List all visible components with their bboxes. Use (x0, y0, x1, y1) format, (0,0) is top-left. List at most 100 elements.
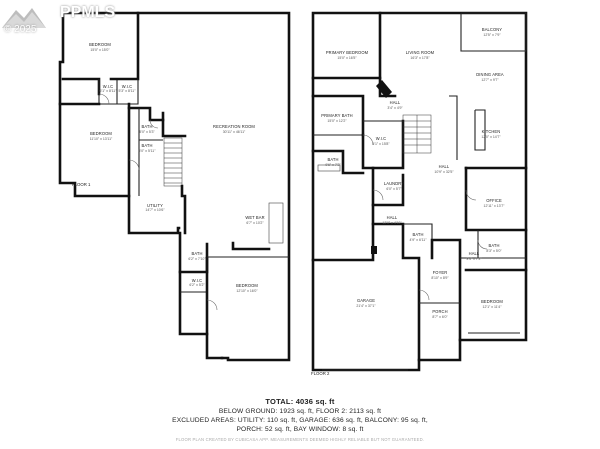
room-dims: 3'4" x 7'2" (466, 257, 482, 261)
room-name: KITCHEN (482, 129, 501, 134)
room-name: UTILITY (147, 203, 163, 208)
room-dims: 14'7" x 10'6" (145, 208, 165, 212)
room-dims: 5'1" x 15'8" (372, 142, 390, 146)
excluded-areas-cont: PORCH: 52 sq. ft, BAY WINDOW: 8 sq. ft (236, 426, 364, 433)
floor-1-plan (58, 11, 291, 362)
area-summary: TOTAL: 4036 sq. ft BELOW GROUND: 1923 sq… (0, 397, 600, 442)
floor-2-plan (311, 11, 528, 372)
room-dims: 5'0" x 5'3" (139, 130, 155, 134)
stairs-floor-1 (163, 137, 183, 187)
room-dims: 8'10" x 8'9" (431, 276, 449, 280)
room-name: BATH (327, 157, 338, 162)
office-wall-left (464, 166, 528, 232)
room-name: BATH (191, 251, 202, 256)
room-dims: 12'11" x 13'7" (484, 204, 506, 208)
floor-2-label: FLOOR 2 (311, 371, 330, 376)
room-name: FOYER (433, 270, 448, 275)
room-dims: 6'1" x 8'11" (100, 89, 118, 93)
room-name: BATH (412, 232, 423, 237)
room-name: LIVING ROOM (406, 50, 435, 55)
wic-divider (98, 79, 139, 105)
floor-1-outer-wall (58, 11, 181, 235)
room-dims: 3'4" x 4'9" (387, 106, 403, 110)
room-name: BEDROOM (89, 42, 111, 47)
room-name: HALL (469, 251, 480, 256)
wet-bar-counter (231, 241, 271, 251)
room-dims: 9'6" x 7'2" (325, 163, 341, 167)
floor-2-labels: PRIMARY BEDROOM 15'0" x 16'5" LIVING ROO… (311, 27, 505, 376)
total-area: TOTAL: 4036 sq. ft (265, 397, 335, 406)
bath-wall (127, 106, 165, 122)
room-name: HALL (390, 100, 401, 105)
room-dims: 10'9" x 32'5" (434, 170, 454, 174)
kitchen-counter (449, 95, 458, 160)
balcony-outline (460, 12, 527, 52)
room-name: BALCONY (482, 27, 502, 32)
bedroom-1-wall (61, 77, 101, 96)
island (474, 109, 486, 151)
room-name: BEDROOM (481, 299, 503, 304)
room-name: HALL (387, 215, 398, 220)
room-name: GARAGE (357, 298, 375, 303)
bath-4-wall (477, 230, 526, 259)
garage-post (371, 246, 377, 254)
room-dims: 8'3" x 5'0" (486, 249, 502, 253)
room-dims: 15'0" x 15'0" (90, 48, 110, 52)
room-name: BATH (488, 243, 499, 248)
room-name: LAUNDRY (384, 181, 404, 186)
room-dims: 6'7" x 10'2" (246, 221, 264, 225)
room-name: WET BAR (245, 215, 264, 220)
room-dims: 11'10" x 13'11" (90, 137, 113, 141)
room-dims: 15'0" x 16'5" (337, 56, 357, 60)
mountain-logo-icon (2, 8, 46, 28)
room-name: HALL (439, 164, 450, 169)
bath-2-wall (311, 149, 365, 175)
utility-wall (180, 184, 187, 235)
room-name: PRIMARY BATH (321, 113, 352, 118)
disclaimer: FLOOR PLAN CREATED BY CUBICASA APP. MEAS… (175, 437, 425, 442)
floor-1-outer-wall-top (61, 11, 291, 362)
stair-wall (161, 118, 187, 138)
fireplace (376, 80, 392, 98)
room-dims: 12'7" x 9'7" (481, 78, 499, 82)
room-name: W.I.C (376, 136, 387, 141)
hall-bath-wall (371, 222, 421, 362)
room-name: W.I.C (192, 278, 203, 283)
room-name: BATH (141, 124, 152, 129)
room-name: DINING AREA (476, 72, 504, 77)
garage-wall (311, 203, 375, 262)
area-breakdown: BELOW GROUND: 1923 sq. ft, FLOOR 2: 2113… (218, 408, 382, 415)
room-dims: 12'0" x 4'10" (382, 221, 402, 225)
excluded-areas: EXCLUDED AREAS: UTILITY: 110 sq. ft, GAR… (172, 417, 428, 424)
room-dims: 12'10" x 16'0" (236, 289, 258, 293)
room-dims: 5'0" x 5'11" (139, 149, 157, 153)
floor-1-labels: BEDROOM 15'0" x 15'0" W.I.C 6'1" x 8'11"… (72, 42, 265, 293)
room-dims: 6'2" x 7'10" (188, 257, 206, 261)
primary-bedroom-wall (311, 11, 382, 80)
floor-1-label: FLOOR 1 (72, 182, 91, 187)
room-dims: 12'5" x 7'9" (483, 33, 501, 37)
room-dims: 6'2" x 5'2" (189, 283, 205, 287)
room-dims: 4'9" x 6'11" (410, 238, 428, 242)
room-dims: 12'0" x 14'7" (481, 135, 501, 139)
foyer-wall (430, 238, 462, 342)
room-dims: 5'3" x 8'11" (119, 89, 137, 93)
ppmls-watermark: PPMLS © 2025 (2, 2, 142, 38)
room-dims: 8'7" x 6'0" (432, 315, 448, 319)
room-name: W.I.C (103, 84, 114, 89)
room-name: PRIMARY BEDROOM (326, 50, 369, 55)
room-dims: 21'4" x 37'1" (356, 304, 376, 308)
brand-text: PPMLS (60, 4, 116, 21)
stairs-floor-2 (402, 114, 432, 154)
room-dims: 15'0" x 12'2" (327, 119, 347, 123)
room-dims: 6'0" x 5'7" (386, 187, 402, 191)
primary-bath-wall (311, 94, 365, 137)
room-dims: 16'3" x 17'8" (410, 56, 430, 60)
room-name: BEDROOM (90, 131, 112, 136)
laundry-wall (371, 166, 405, 207)
room-name: BATH (141, 143, 152, 148)
room-name: PORCH (432, 309, 447, 314)
room-name: W.I.C (122, 84, 133, 89)
room-name: OFFICE (486, 198, 502, 203)
